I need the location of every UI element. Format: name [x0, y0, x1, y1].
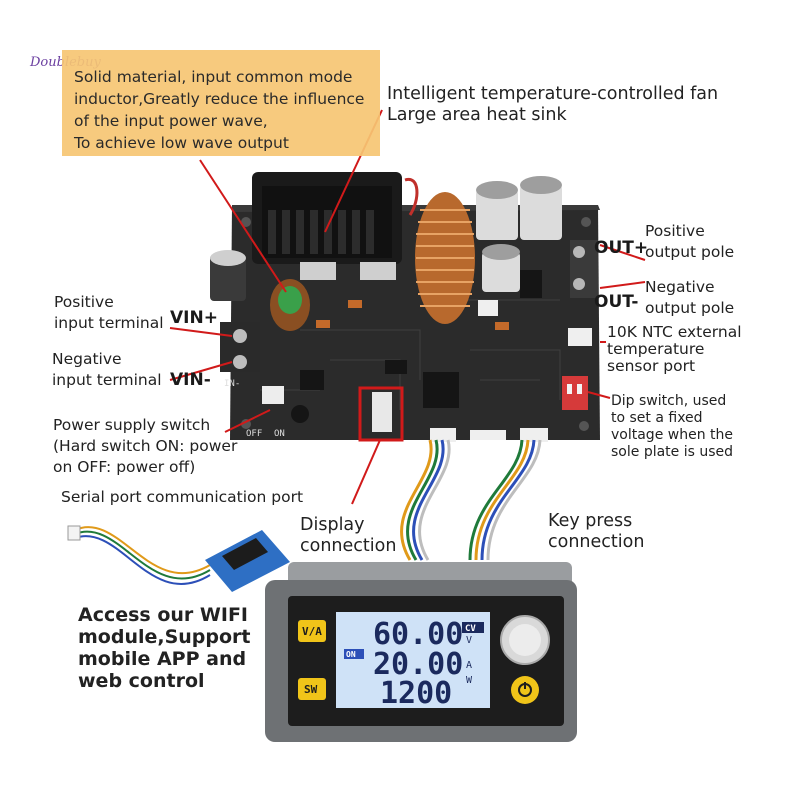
power-switch-line-3: on OFF: power off) — [53, 458, 196, 476]
pcb-board — [210, 172, 600, 442]
va-button-label: V/A — [302, 625, 322, 638]
vin-minus-label: VIN- — [170, 370, 211, 390]
serial-port-callout: Serial port communication port — [61, 488, 304, 506]
unit-w: W — [466, 675, 473, 686]
fan-callout: Intelligent temperature-controlled fan L… — [387, 84, 718, 126]
inductor-line-1: Solid material, input common mode — [74, 68, 353, 86]
on-badge: ON — [346, 650, 356, 659]
key-cable — [468, 439, 542, 561]
positive-output-callout: Positive output pole — [645, 221, 734, 263]
ntc-callout: 10K NTC external temperature sensor port — [607, 324, 742, 375]
ntc-line-3: sensor port — [607, 357, 696, 375]
wifi-line-2: module,Support — [78, 626, 251, 648]
negative-input-line-2: input terminal — [52, 371, 162, 389]
power-switch-line-1: Power supply switch — [53, 416, 211, 434]
unit-a: A — [466, 660, 472, 671]
inductor-line-2: inductor,Greatly reduce the influence — [74, 90, 365, 108]
positive-input-line-2: input terminal — [54, 314, 164, 332]
positive-output-line-2: output pole — [645, 243, 735, 261]
dip-line-1: Dip switch, used — [611, 393, 727, 409]
silk-in: IN- — [224, 379, 240, 389]
inductor-line-4: To achieve low wave output — [74, 134, 289, 152]
wifi-line-4: web control — [78, 670, 205, 692]
serial-port-highlight — [358, 386, 404, 442]
negative-output-callout: Negative output pole — [645, 277, 734, 319]
negative-output-line-2: output pole — [645, 299, 735, 317]
negative-output-line-1: Negative — [645, 278, 715, 296]
silk-off: OFF — [246, 429, 262, 439]
fan-line-2: Large area heat sink — [387, 105, 567, 125]
display-connection-line-1: Display — [300, 515, 365, 535]
ntc-line-1: 10K NTC external — [607, 323, 742, 341]
out-minus-label: OUT- — [594, 292, 639, 312]
negative-input-callout: Negative input terminal — [52, 349, 162, 391]
dip-line-4: sole plate is used — [611, 444, 734, 460]
wifi-module — [67, 525, 290, 592]
out-plus-label: OUT+ — [594, 238, 649, 258]
wifi-line-3: mobile APP and — [78, 648, 247, 670]
display-connection-line-2: connection — [300, 536, 397, 556]
inductor-callout-box — [62, 50, 380, 156]
dip-line-3: voltage when the — [611, 427, 733, 443]
inductor-line-3: of the input power wave, — [74, 112, 268, 130]
power-reading: 1200 — [380, 676, 452, 711]
inductor-callout: Solid material, input common mode induct… — [74, 66, 384, 154]
unit-v: V — [466, 635, 472, 646]
power-switch-callout: Power supply switch (Hard switch ON: pow… — [53, 415, 237, 478]
positive-input-callout: Positive input terminal — [54, 292, 164, 334]
sw-button-label: SW — [304, 683, 318, 696]
positive-input-line-1: Positive — [54, 293, 114, 311]
cv-badge: CV — [465, 624, 476, 634]
key-press-line-1: Key press — [548, 511, 633, 531]
display-unit — [265, 562, 577, 742]
current-reading: 20.00 — [373, 647, 463, 682]
dip-line-2: to set a fixed — [611, 410, 703, 426]
negative-input-line-1: Negative — [52, 350, 122, 368]
wifi-line-1: Access our WIFI — [78, 604, 248, 626]
wifi-callout: Access our WIFI module,Support mobile AP… — [78, 604, 251, 692]
display-connection-callout: Display connection — [300, 515, 396, 557]
positive-output-line-1: Positive — [645, 222, 705, 240]
power-switch-line-2: (Hard switch ON: power — [53, 437, 238, 455]
leader-lines — [169, 109, 646, 505]
display-cable — [400, 439, 451, 561]
dip-callout: Dip switch, used to set a fixed voltage … — [611, 393, 733, 461]
silk-on: ON — [274, 429, 285, 439]
key-press-line-2: connection — [548, 532, 645, 552]
fan-line-1: Intelligent temperature-controlled fan — [387, 84, 719, 104]
key-press-callout: Key press connection — [548, 511, 644, 553]
vin-plus-label: VIN+ — [170, 308, 218, 328]
ntc-line-2: temperature — [607, 340, 705, 358]
voltage-reading: 60.00 — [373, 617, 463, 652]
